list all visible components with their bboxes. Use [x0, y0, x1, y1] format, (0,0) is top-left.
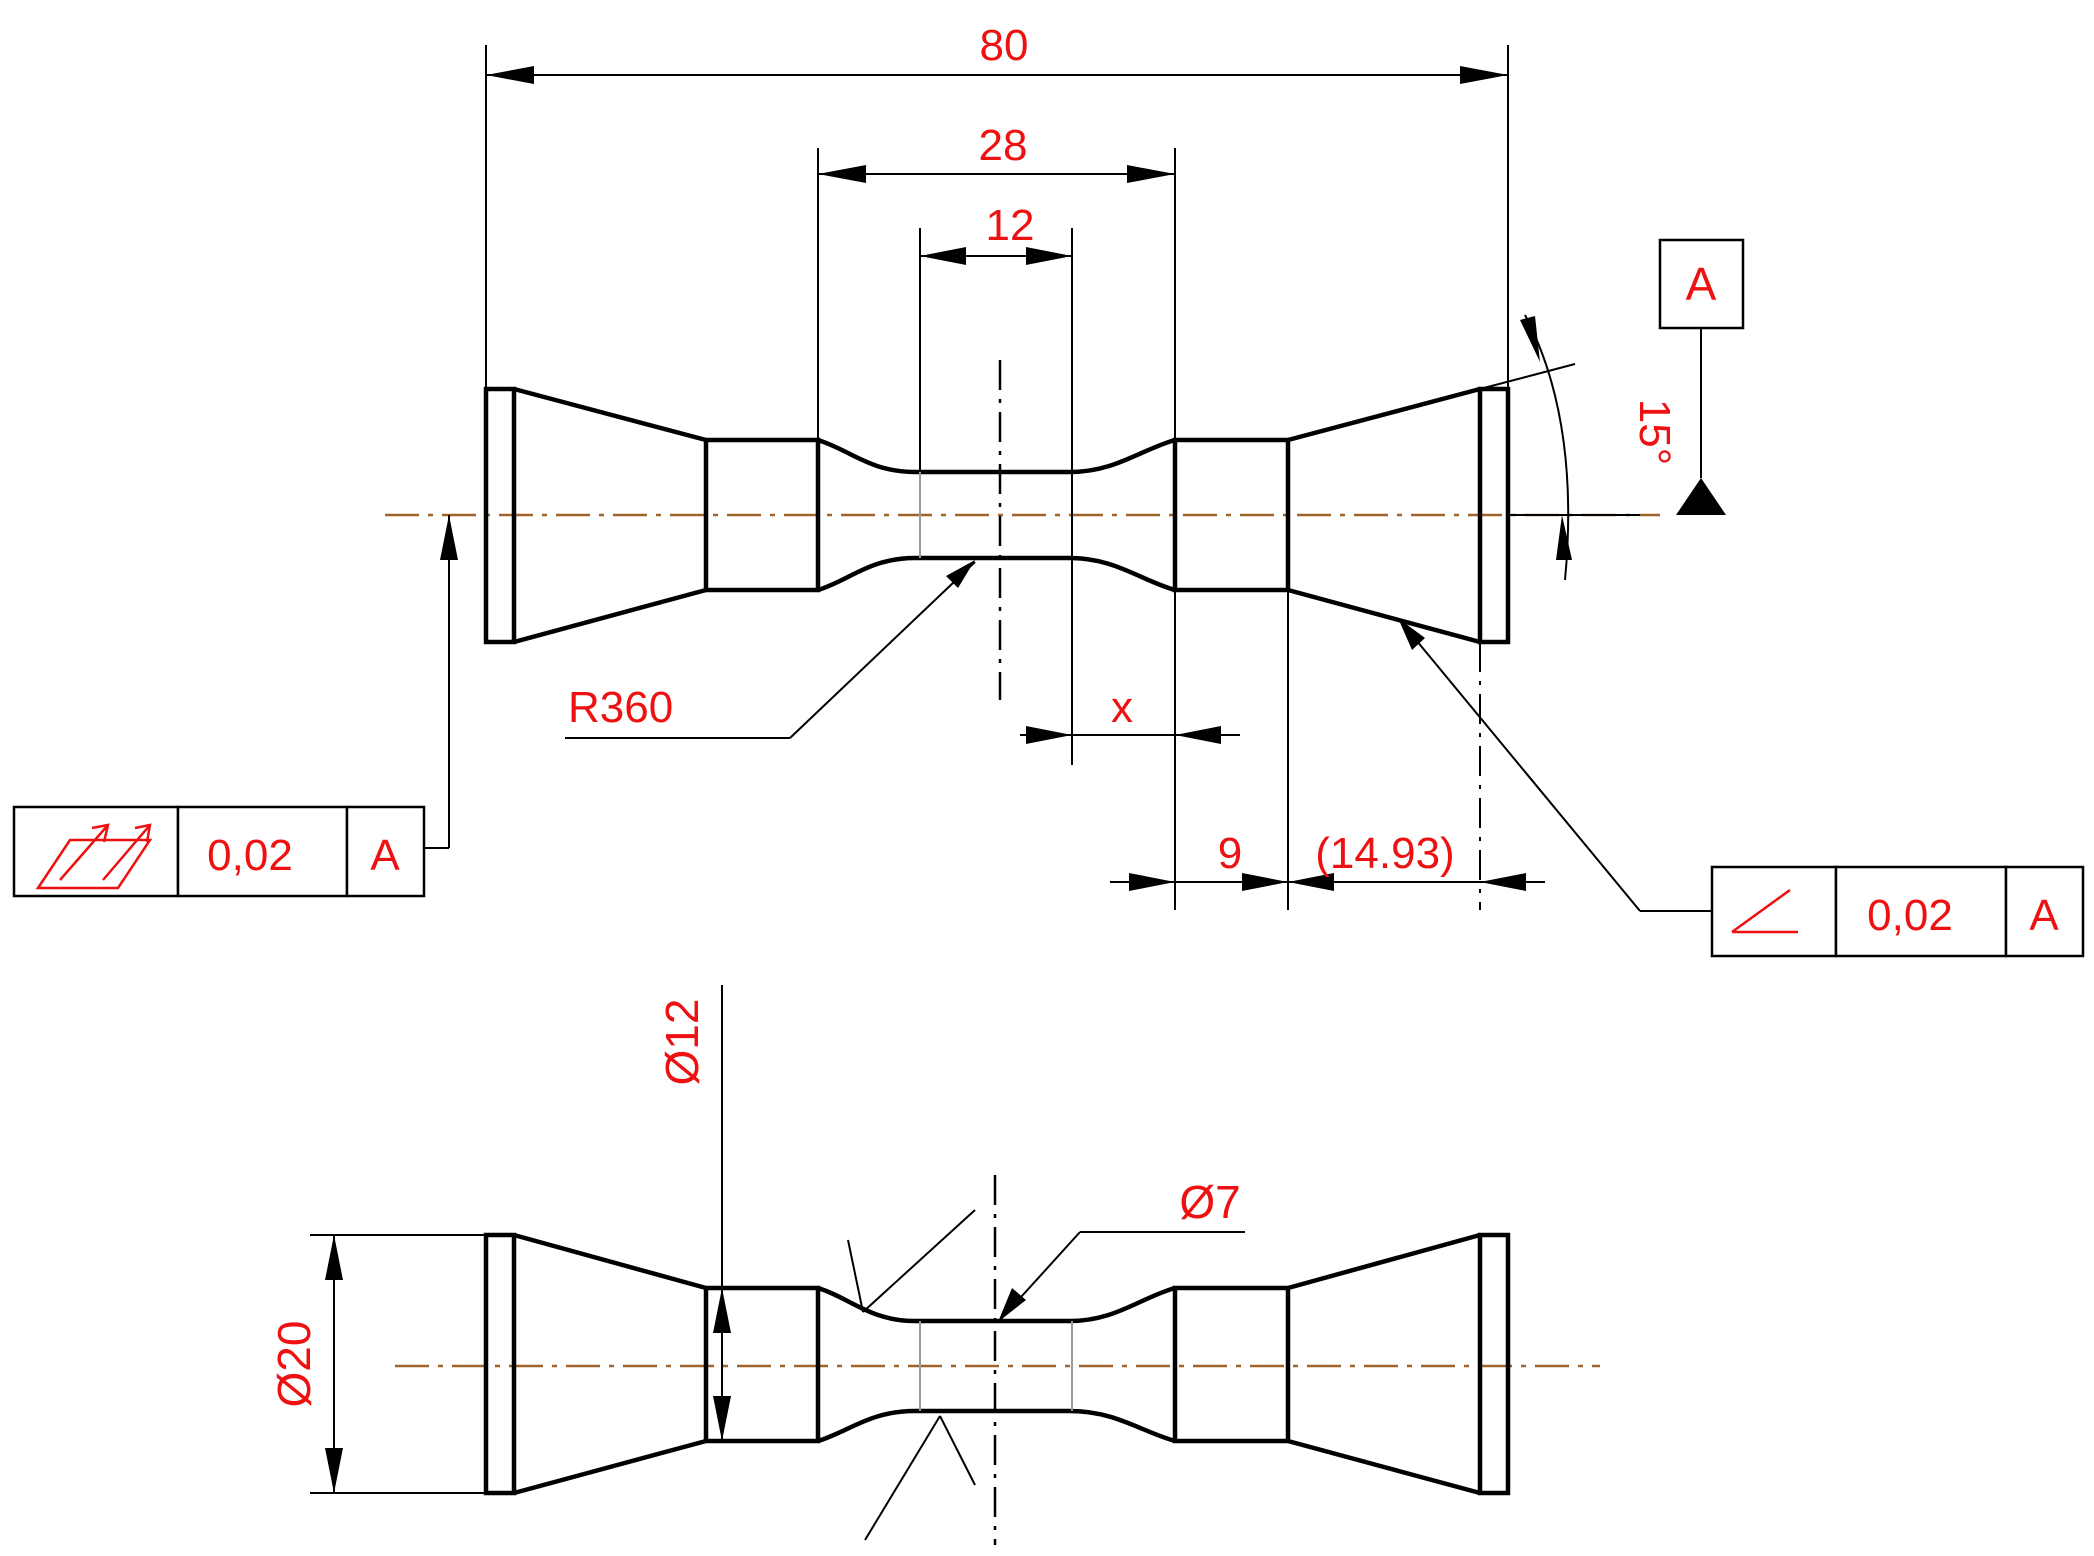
overall-length-label: 80	[980, 21, 1029, 70]
dim-gauge-diameter: Ø7	[847, 1176, 1245, 1541]
dim-shoulder-diameter: Ø12	[656, 985, 731, 1441]
shoulder-diameter-label: Ø12	[656, 999, 708, 1086]
taper-angle-label: 15°	[1630, 399, 1679, 466]
dim-offset-x: x	[1020, 683, 1240, 744]
datum-a-symbol: A	[1658, 238, 1745, 515]
angularity-feature-frame: 0,02 A	[1398, 618, 2085, 958]
angularity-icon	[1731, 888, 1798, 934]
angularity-datum: A	[2029, 891, 2059, 940]
specimen-outline-bottom	[483, 1232, 1511, 1496]
angularity-value: 0,02	[1867, 891, 1953, 940]
runout-feature-frame: 0,02 A	[12, 515, 458, 898]
runout-value: 0,02	[207, 831, 293, 880]
middle-length-label: 28	[979, 121, 1028, 170]
total-runout-icon	[35, 823, 153, 890]
taper-angle-callout: 15°	[1479, 314, 1679, 581]
outer-diameter-label: Ø20	[268, 1321, 320, 1408]
top-view: 80 28 12 R360	[12, 21, 2085, 958]
gauge-length-label: 12	[986, 201, 1035, 250]
bottom-view: Ø20 Ø12 Ø7	[268, 985, 1600, 1545]
fillet-radius-label: R360	[568, 683, 673, 732]
dim-middle-length: 28	[817, 121, 1176, 440]
datum-a-label: A	[1686, 258, 1717, 310]
dim-outer-diameter: Ø20	[268, 1234, 486, 1494]
dim-shoulder-and-taper: 9 (14.93)	[1110, 590, 1545, 910]
fillet-radius-callout: R360	[565, 560, 976, 739]
offset-x-label: x	[1111, 683, 1133, 732]
dim-overall-length: 80	[485, 21, 1509, 389]
gauge-diameter-label: Ø7	[1179, 1176, 1240, 1228]
dim-gauge-length: 12	[919, 201, 1073, 765]
runout-datum: A	[370, 831, 400, 880]
taper-length-label: (14.93)	[1315, 829, 1454, 878]
shoulder-length-label: 9	[1218, 829, 1242, 878]
